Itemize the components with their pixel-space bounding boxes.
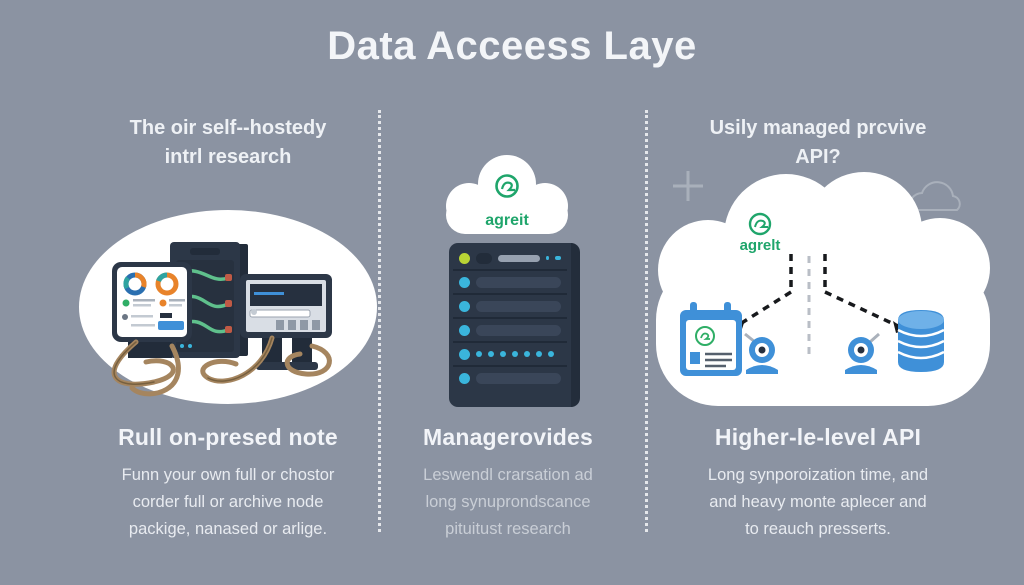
cloud-shape	[446, 155, 568, 234]
right-column-label: Higher-le-level API	[714, 424, 922, 450]
right-column-body: Long synporoization time, and and heavy …	[707, 466, 929, 538]
status-led-cyan	[459, 300, 470, 312]
rack-unit-indicator-dots	[453, 343, 567, 367]
status-led-green	[459, 252, 470, 264]
left-column-label: Rull on-presed note	[118, 424, 338, 450]
middle-column-body: Leswendl crarsation ad long synuprondsca…	[423, 466, 593, 538]
rack-unit	[453, 295, 567, 319]
rack-unit	[453, 271, 567, 295]
left-column-header: The oir self--hostedy intrl research	[78, 114, 378, 172]
webcam-icon	[744, 332, 778, 374]
cloud-brand-label: agrelt	[740, 237, 781, 254]
status-led-cyan	[459, 324, 470, 336]
monitor-icon	[240, 274, 332, 370]
left-header-line2: intrl research	[164, 146, 292, 168]
database-icon	[897, 310, 945, 372]
status-led-cyan	[459, 372, 470, 384]
cable-shading	[113, 337, 273, 385]
right-header-line2: API?	[795, 146, 841, 168]
cloud-brand-label: agreit	[485, 212, 529, 229]
right-column-header: Usily managed prcvive API?	[650, 114, 986, 172]
page-title: Data Acceess Laye	[327, 24, 697, 68]
dashed-connector-lines	[739, 254, 899, 328]
calendar-icon	[680, 302, 742, 376]
left-column-body: Funn your own full or chostor corder ful…	[121, 466, 335, 538]
plus-icon	[673, 171, 703, 201]
left-header-line1: The oir self--hostedy	[129, 117, 327, 139]
on-premise-hardware-illustration	[79, 210, 377, 404]
rack-unit	[453, 367, 567, 389]
server-rack-icon	[449, 243, 580, 407]
rack-unit	[453, 247, 567, 271]
status-led-cyan	[459, 276, 470, 288]
status-led-cyan	[459, 348, 470, 360]
brand-logo-icon	[748, 212, 772, 236]
column-divider-right	[645, 110, 648, 532]
middle-column-label: Managerovides	[422, 424, 594, 450]
column-divider-left	[378, 110, 381, 532]
webcam-icon	[845, 332, 880, 374]
managed-api-cloud-illustration: agrelt	[656, 171, 990, 406]
provider-cloud-illustration: agreit	[446, 155, 568, 234]
dashboard-tablet-icon	[112, 262, 192, 358]
outline-cloud-icon	[908, 181, 961, 211]
brand-logo-icon	[495, 174, 519, 198]
rack-unit	[453, 319, 567, 343]
right-header-line1: Usily managed prcvive	[709, 117, 927, 139]
